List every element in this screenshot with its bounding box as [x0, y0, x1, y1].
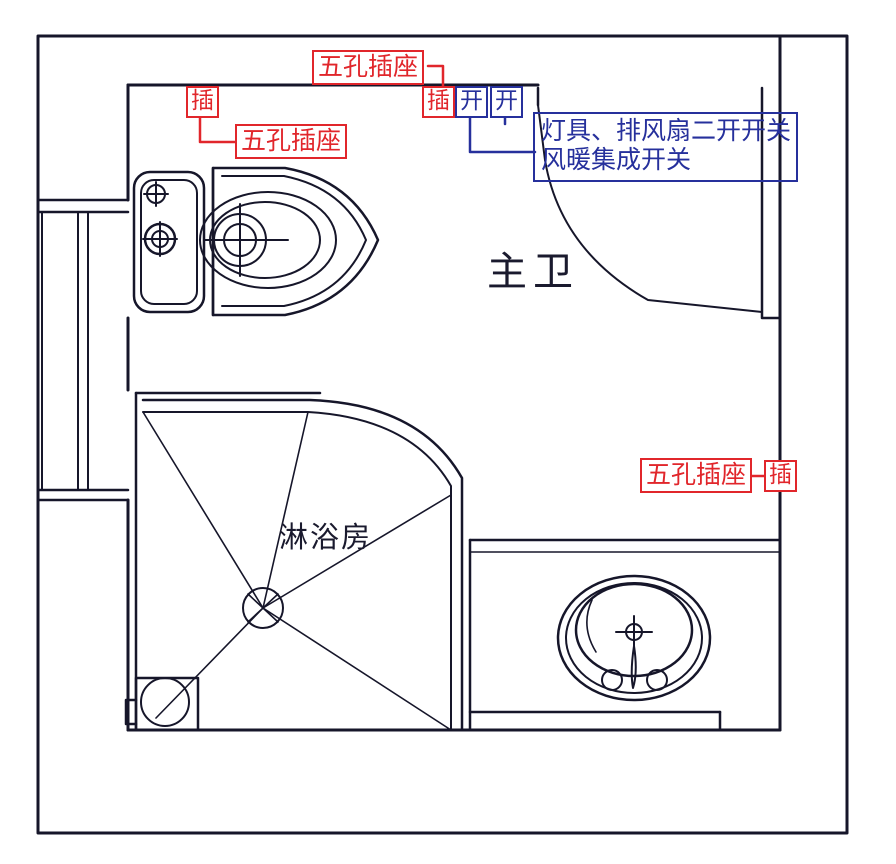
- basin-highlight: [586, 599, 597, 653]
- basin-bowl: [574, 582, 694, 678]
- tag-socket-right-wall[interactable]: 插: [764, 460, 797, 492]
- label-socket-left[interactable]: 五孔插座: [235, 124, 348, 159]
- basin-handle-left: [601, 669, 623, 691]
- shower-drain-cross: [247, 593, 279, 623]
- switch-description-line2: 风暖集成开关: [541, 144, 692, 174]
- toilet-drain-cross: [203, 203, 289, 277]
- floor-drain-notch: [124, 698, 138, 726]
- shower-drain-circle: [242, 587, 284, 629]
- switch-description-line1: 灯具、排风扇二开开关: [541, 116, 792, 145]
- outer-wall: [36, 34, 849, 835]
- shower-line-n: [262, 411, 309, 609]
- tag-socket-top-right[interactable]: 插: [422, 86, 455, 118]
- shower-curved-glass-outer: [141, 398, 464, 732]
- label-socket-top-center[interactable]: 五孔插座: [312, 50, 425, 85]
- shower-line-se: [262, 607, 452, 731]
- door-leaf: [760, 86, 782, 320]
- basin-faucet-spout: [630, 645, 637, 689]
- room-label-main-bathroom: 主卫: [487, 249, 579, 295]
- toilet-fitting-small-cross: [143, 181, 169, 207]
- basin-outer-ring: [556, 574, 712, 702]
- toilet-bowl-outer: [211, 166, 380, 317]
- shower-line-ne: [262, 494, 452, 609]
- tag-switch-b[interactable]: 开: [490, 86, 523, 118]
- room-label-shower: 淋浴房: [279, 520, 373, 554]
- door-hinge-line: [537, 104, 546, 161]
- toilet-bowl-outer-2: [221, 175, 367, 307]
- door-swing-arc: [544, 159, 763, 313]
- leader-switch-a: [468, 112, 537, 154]
- toilet-fitting-large-cross: [142, 221, 178, 257]
- toilet-tank-outer: [132, 170, 206, 314]
- leader-socket-top-center: [426, 64, 445, 90]
- switch-description-block[interactable]: 灯具、排风扇二开开关 风暖集成开关: [533, 112, 799, 182]
- basin-faucet-cross: [615, 615, 653, 649]
- toilet-bowl-rim: [199, 191, 337, 289]
- basin-handle-right: [646, 669, 668, 691]
- floor-drain-circle: [140, 677, 190, 727]
- tag-switch-a[interactable]: 开: [455, 86, 488, 118]
- shower-line-nw: [142, 411, 264, 609]
- leader-socket-left: [198, 114, 239, 144]
- shower-curved-glass-inner: [142, 411, 452, 731]
- tag-socket-left[interactable]: 插: [186, 86, 219, 118]
- label-socket-right[interactable]: 五孔插座: [640, 458, 753, 493]
- shower-line-sw: [155, 607, 264, 719]
- toilet-tank-inner: [140, 179, 198, 305]
